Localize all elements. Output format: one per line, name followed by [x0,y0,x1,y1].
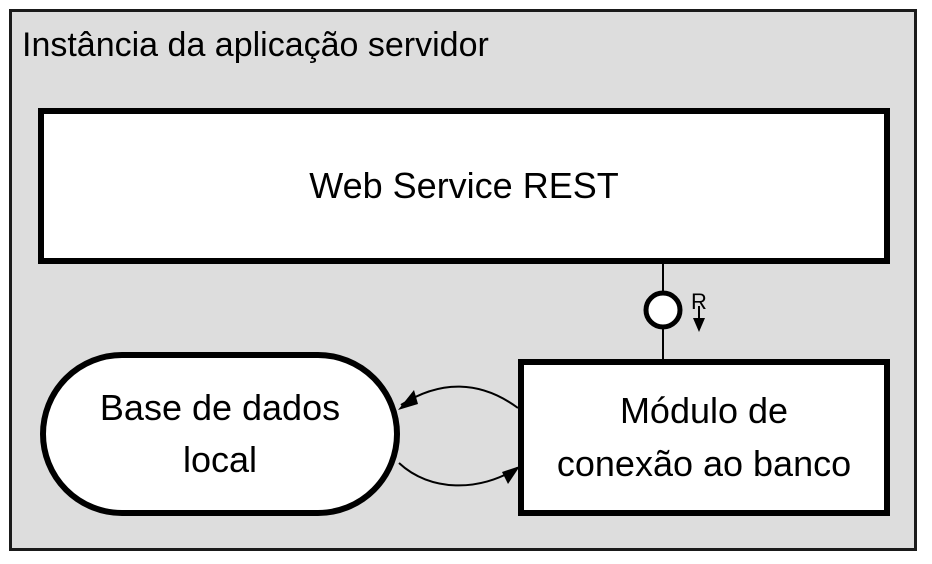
interface-circle [643,290,683,330]
interface-label: R [691,289,707,314]
db-to-module-arrowhead [502,466,520,484]
db-to-module-arrow [398,462,518,487]
db-label-line1: Base de dados [99,386,341,428]
module-to-db-arrowhead [398,390,418,410]
interface-direction-arrow-head [693,318,705,332]
db-connection-module-box: Módulo de conexão ao banco [518,359,890,516]
local-database-box: Base de dados local [40,352,400,516]
web-service-rest-box: Web Service REST [38,108,890,264]
web-service-label: Web Service REST [309,165,619,206]
container-title: Instância da aplicação servidor [22,26,489,64]
module-to-db-arrow [400,385,519,409]
module-label-line2: conexão ao banco [556,442,852,484]
module-label-line1: Módulo de [619,390,789,432]
db-label-line2: local [182,439,258,480]
